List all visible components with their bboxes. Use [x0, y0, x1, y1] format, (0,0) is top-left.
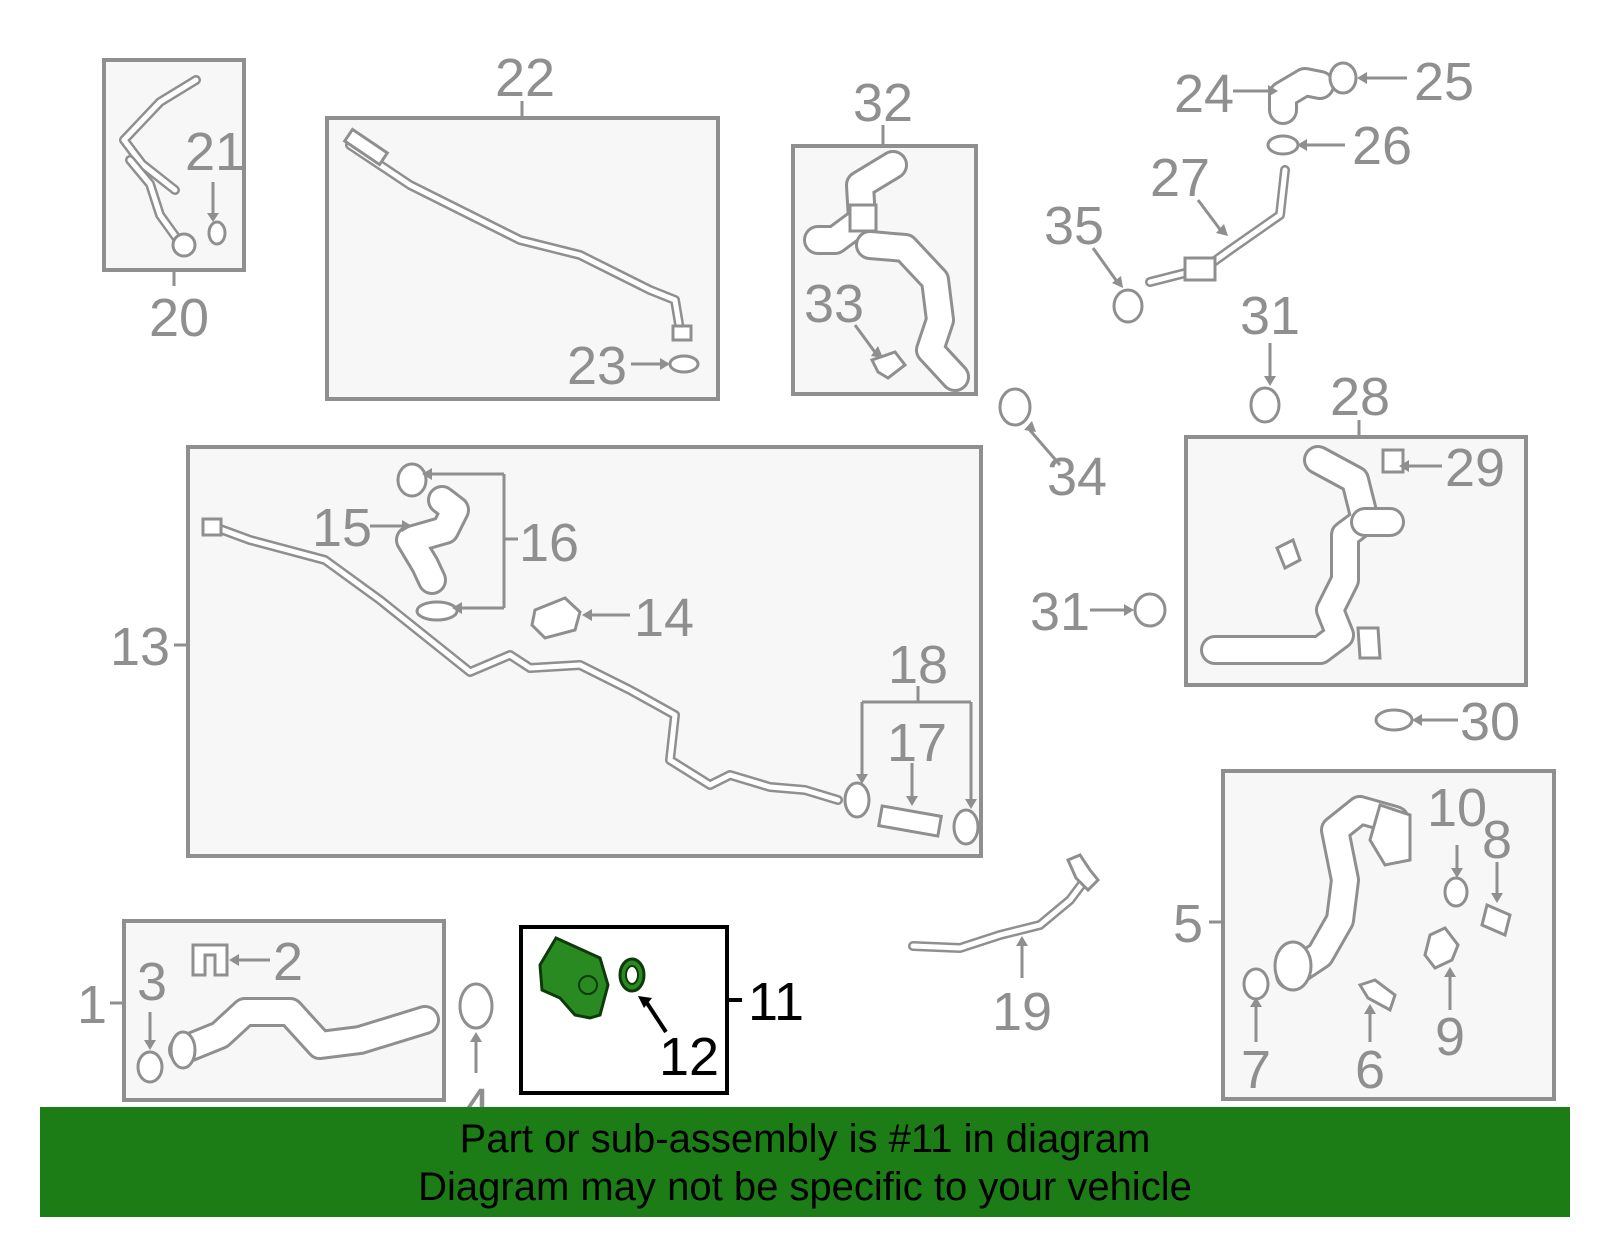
clamp-35-icon: [1112, 288, 1144, 324]
callout-35: 35: [1044, 196, 1104, 256]
callout-2: 2: [273, 932, 303, 992]
callout-23: 23: [567, 336, 627, 396]
pipe-end-13-icon: [201, 517, 223, 537]
banner-line-1: Part or sub-assembly is #11 in diagram: [459, 1117, 1151, 1161]
clip-6-icon: [1357, 978, 1397, 1013]
clip-2-icon: [191, 943, 229, 977]
callout-32: 32: [853, 73, 913, 133]
callout-31b: 31: [1030, 582, 1090, 642]
callout-31: 31: [1240, 286, 1300, 346]
hose-junction-icon: [848, 203, 878, 233]
sensor-8-icon: [1480, 902, 1512, 938]
clip-9-icon: [1423, 926, 1460, 970]
bracket-14-icon: [530, 596, 582, 640]
clamp-30-icon: [1374, 708, 1414, 732]
banner-line-2: Diagram may not be specific to your vehi…: [418, 1165, 1192, 1209]
clamp-34-icon: [998, 387, 1032, 427]
clamp-26-icon: [1266, 134, 1300, 156]
o-ring-23-icon: [668, 354, 700, 374]
bracket-icon: [1356, 626, 1382, 660]
callout-26: 26: [1352, 116, 1412, 176]
callout-21: 21: [185, 122, 245, 182]
callout-17: 17: [887, 713, 947, 773]
o-ring-7-icon: [1242, 967, 1270, 1001]
callout-16: 16: [519, 513, 579, 573]
callout-28: 28: [1330, 367, 1390, 427]
callout-30: 30: [1460, 692, 1520, 752]
callout-25: 25: [1414, 52, 1474, 112]
pipe-end-icon: [342, 127, 390, 167]
clamp-31b-icon: [1133, 592, 1167, 628]
callout-7: 7: [1241, 1040, 1271, 1100]
callout-27: 27: [1150, 148, 1210, 208]
clamp-4-icon: [458, 982, 494, 1030]
clamp-31-icon: [1249, 386, 1281, 424]
callout-6: 6: [1355, 1040, 1385, 1100]
callout-1: 1: [77, 975, 107, 1035]
callout-10: 10: [1427, 778, 1487, 838]
connector-icon: [1275, 537, 1302, 571]
callout-13: 13: [110, 617, 170, 677]
fitting-icon: [171, 232, 197, 258]
callout-19: 19: [992, 982, 1052, 1042]
callout-3: 3: [137, 952, 167, 1012]
pipe-fitting-icon: [671, 324, 693, 342]
callout-29: 29: [1445, 438, 1505, 498]
hose-end-icon: [1273, 940, 1313, 992]
clamp-25-icon: [1328, 61, 1358, 95]
callout-8: 8: [1482, 810, 1512, 870]
callout-18: 18: [888, 635, 948, 695]
clamp-16a-icon: [396, 462, 428, 498]
panel-22: [325, 116, 720, 401]
clamp-18a-icon: [843, 781, 871, 819]
fitting-5-icon: [1368, 803, 1412, 867]
o-ring-21-icon: [207, 220, 227, 246]
callout-5: 5: [1173, 894, 1203, 954]
connector-19-icon: [1066, 853, 1101, 893]
clamp-18b-icon: [952, 808, 980, 846]
clamp-16b-icon: [415, 600, 459, 622]
callout-34: 34: [1047, 447, 1107, 507]
clamp-33-icon: [869, 350, 908, 380]
clamp-29-icon: [1381, 448, 1405, 474]
hose-end-1-icon: [169, 1030, 197, 1070]
water-outlet-11-icon: [538, 936, 610, 1020]
o-ring-10-icon: [1443, 876, 1469, 908]
callout-20: 20: [149, 288, 209, 348]
callout-22: 22: [495, 48, 555, 108]
callout-15: 15: [312, 498, 372, 558]
callout-9: 9: [1435, 1007, 1465, 1067]
bracket-27-icon: [1183, 256, 1217, 282]
callout-11: 11: [748, 972, 804, 1032]
callout-12: 12: [659, 1027, 719, 1087]
callout-24: 24: [1174, 64, 1234, 124]
info-banner: Part or sub-assembly is #11 in diagram D…: [40, 1107, 1570, 1217]
hose-17-icon: [876, 804, 944, 838]
callout-14: 14: [634, 588, 694, 648]
callout-33: 33: [804, 274, 864, 334]
o-ring-3-icon: [136, 1050, 164, 1084]
